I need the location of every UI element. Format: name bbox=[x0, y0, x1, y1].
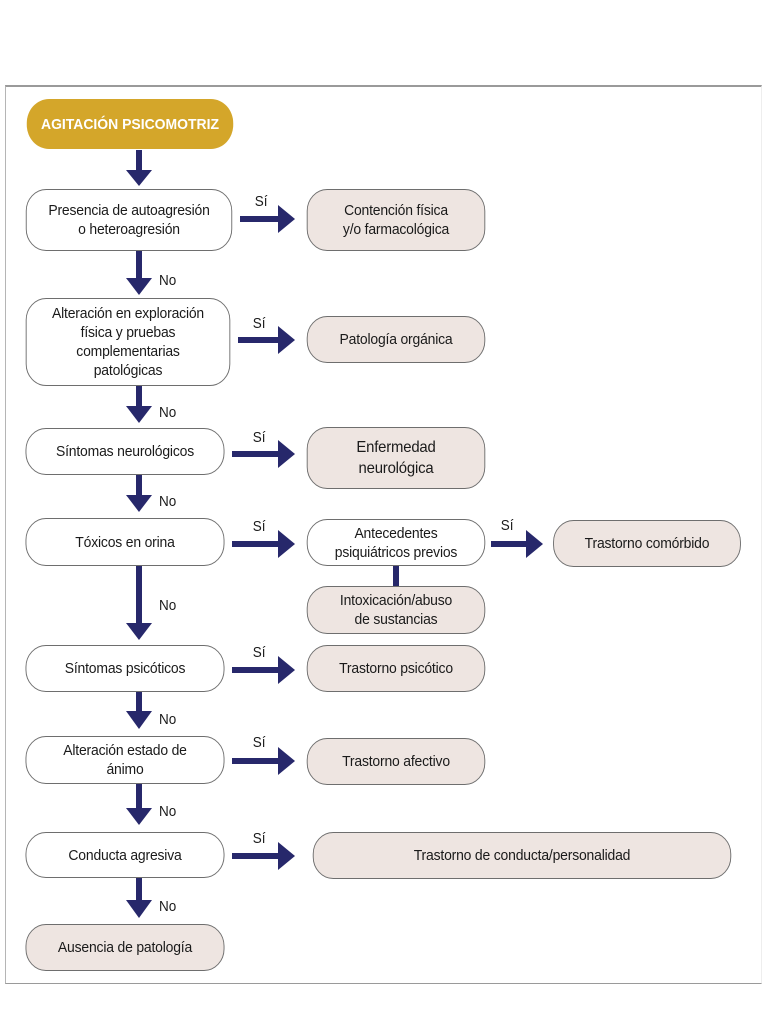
question-text: Alteración estado de ánimo bbox=[63, 742, 187, 778]
result-text: Trastorno de conducta/personalidad bbox=[413, 847, 631, 864]
yes-label: Sí bbox=[254, 193, 268, 210]
arrow-q6-no bbox=[126, 784, 152, 825]
result-text: Enfermedad neurológica bbox=[356, 439, 436, 477]
question-node-neurologicos: Síntomas neurológicos bbox=[25, 428, 225, 475]
yes-label: Sí bbox=[252, 518, 266, 535]
yes-label: Sí bbox=[252, 429, 266, 446]
question-node-conducta: Conducta agresiva bbox=[25, 832, 225, 878]
result-node-patologia-organica: Patología orgánica bbox=[306, 316, 486, 363]
result-node-trastorno-conducta: Trastorno de conducta/personalidad bbox=[312, 832, 732, 879]
arrow-q2-no bbox=[126, 386, 152, 423]
question-text: Tóxicos en orina bbox=[75, 533, 175, 551]
question-text: Síntomas neurológicos bbox=[55, 443, 194, 460]
end-node-ausencia-patologia: Ausencia de patología bbox=[25, 924, 225, 971]
connector-antecedentes-to-intoxicacion bbox=[393, 566, 399, 586]
result-node-intoxicacion: Intoxicación/abuso de sustancias bbox=[306, 586, 486, 634]
question-node-autoagresion: Presencia de autoagresión o heteroagresi… bbox=[25, 189, 233, 251]
arrow-q1-yes bbox=[240, 205, 295, 233]
question-node-antecedentes: Antecedentes psiquiátricos previos bbox=[306, 519, 486, 566]
result-text: Trastorno comórbido bbox=[584, 535, 710, 552]
question-text: Conducta agresiva bbox=[68, 846, 182, 864]
arrow-q7-yes bbox=[232, 842, 295, 870]
arrow-q6-yes bbox=[232, 747, 295, 775]
yes-label: Sí bbox=[252, 315, 266, 332]
no-label: No bbox=[158, 597, 177, 614]
no-label: No bbox=[158, 272, 177, 289]
no-label: No bbox=[158, 898, 177, 915]
no-label: No bbox=[158, 711, 177, 728]
question-node-animo: Alteración estado de ánimo bbox=[25, 736, 225, 784]
end-text: Ausencia de patología bbox=[57, 939, 193, 956]
question-text: Síntomas psicóticos bbox=[64, 660, 186, 677]
result-node-contencion: Contención física y/o farmacológica bbox=[306, 189, 486, 251]
result-node-trastorno-psicotico: Trastorno psicótico bbox=[306, 645, 486, 692]
result-text: Patología orgánica bbox=[339, 331, 453, 348]
result-node-trastorno-afectivo: Trastorno afectivo bbox=[306, 738, 486, 785]
arrow-q4-yes bbox=[232, 530, 295, 558]
question-node-toxicos: Tóxicos en orina bbox=[25, 518, 225, 566]
question-text: Presencia de autoagresión o heteroagresi… bbox=[48, 202, 210, 238]
yes-label: Sí bbox=[252, 830, 266, 847]
arrow-start-to-q1 bbox=[126, 150, 152, 186]
question-text: Antecedentes psiquiátricos previos bbox=[334, 524, 458, 561]
result-node-enfermedad-neurologica: Enfermedad neurológica bbox=[306, 427, 486, 489]
arrow-q5-no bbox=[126, 692, 152, 729]
no-label: No bbox=[158, 493, 177, 510]
question-text: Alteración en exploración física y prueb… bbox=[52, 305, 204, 379]
arrow-q5-yes bbox=[232, 656, 295, 684]
arrow-q7-no bbox=[126, 878, 152, 918]
result-text: Intoxicación/abuso de sustancias bbox=[339, 592, 453, 628]
result-node-trastorno-comorbido: Trastorno comórbido bbox=[553, 520, 741, 567]
yes-label: Sí bbox=[252, 734, 266, 751]
result-text: Contención física y/o farmacológica bbox=[342, 202, 450, 238]
start-node: AGITACIÓN PSICOMOTRIZ bbox=[26, 99, 234, 149]
question-node-exploracion: Alteración en exploración física y prueb… bbox=[25, 298, 231, 386]
result-text: Trastorno psicótico bbox=[339, 660, 453, 677]
result-text: Trastorno afectivo bbox=[342, 753, 450, 770]
arrow-q4-no bbox=[126, 566, 152, 640]
arrow-q1-no bbox=[126, 251, 152, 295]
arrow-q3-no bbox=[126, 475, 152, 512]
arrow-antecedentes-yes bbox=[491, 530, 543, 558]
arrow-q3-yes bbox=[232, 440, 295, 468]
start-node-label: AGITACIÓN PSICOMOTRIZ bbox=[40, 115, 219, 133]
diagram-frame bbox=[5, 85, 762, 984]
arrow-q2-yes bbox=[238, 326, 295, 354]
no-label: No bbox=[158, 803, 177, 820]
question-node-psicoticos: Síntomas psicóticos bbox=[25, 645, 225, 692]
yes-label: Sí bbox=[252, 644, 266, 661]
no-label: No bbox=[158, 404, 177, 421]
yes-label: Sí bbox=[500, 517, 514, 534]
